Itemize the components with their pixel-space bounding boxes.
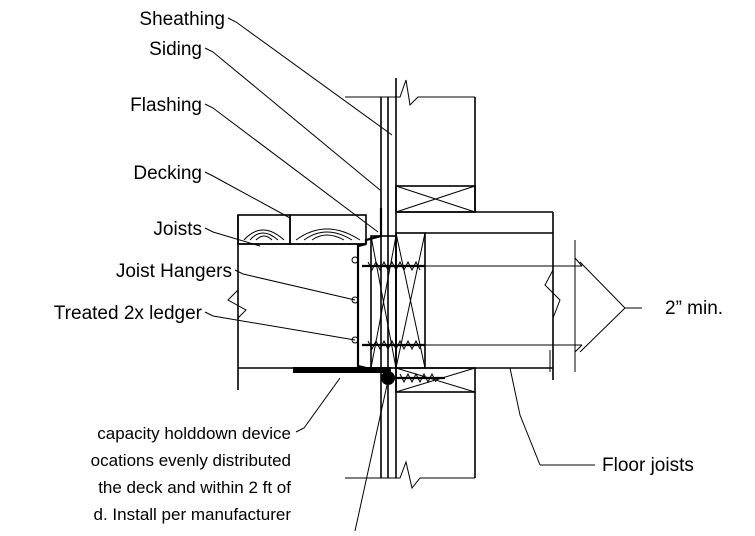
note-line-2: ocations evenly distributed <box>91 451 291 470</box>
label-2in-min: 2” min. <box>665 298 723 319</box>
note-line-3: the deck and within 2 ft of <box>98 478 291 497</box>
label-floor-joists: Floor joists <box>602 455 694 476</box>
leader-lines <box>204 17 595 532</box>
lag-screw-upper <box>362 260 425 272</box>
label-decking: Decking <box>133 163 202 184</box>
label-joist-hangers: Joist Hangers <box>116 261 232 282</box>
label-siding: Siding <box>149 39 202 60</box>
wall-assembly <box>345 78 561 490</box>
dimension-2in-min <box>425 240 642 372</box>
note-line-4: d. Install per manufacturer <box>94 505 292 524</box>
holddown-strap <box>293 367 391 373</box>
label-joists: Joists <box>153 219 202 240</box>
label-flashing: Flashing <box>130 95 202 116</box>
label-ledger: Treated 2x ledger <box>54 303 203 324</box>
deck-framing <box>227 208 445 390</box>
lag-screw-lower <box>362 339 425 351</box>
label-sheathing: Sheathing <box>139 9 225 30</box>
note-line-1: capacity holddown device <box>97 424 291 443</box>
